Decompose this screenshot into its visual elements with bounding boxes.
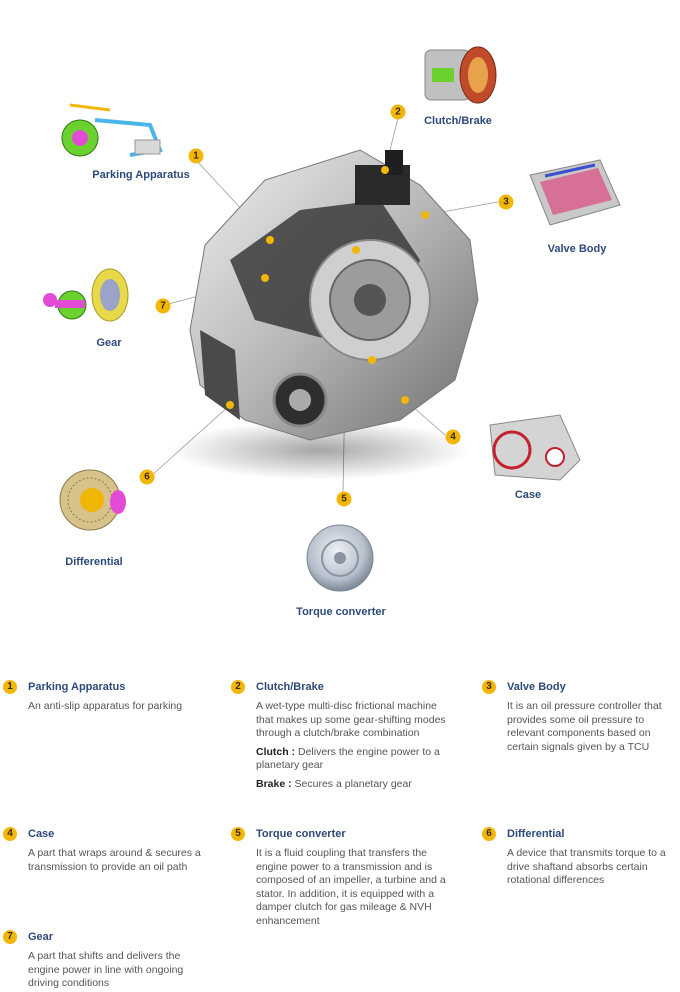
- desc-num: 4: [3, 827, 17, 841]
- valve-body-icon: [529, 159, 621, 226]
- badge-4: 4: [445, 429, 461, 445]
- def-text: Delivers the engine power to a planetary…: [256, 745, 440, 772]
- desc-valve-body: 3 Valve Body It is an oil pressure contr…: [482, 680, 677, 754]
- def-term: Clutch :: [256, 745, 296, 758]
- def-text: Secures a planetary gear: [294, 777, 412, 790]
- label-parking-apparatus: Parking Apparatus: [92, 169, 190, 181]
- desc-clutch-brake: 2 Clutch/Brake A wet-type multi-disc fri…: [231, 680, 456, 791]
- desc-title: Differential: [507, 828, 565, 840]
- desc-torque-converter: 5 Torque converter It is a fluid couplin…: [231, 827, 456, 928]
- transmission-diagram: Parking Apparatus Clutch/Brake Valve Bod…: [43, 46, 621, 618]
- desc-def-brake: Brake : Secures a planetary gear: [256, 778, 456, 792]
- desc-body: An anti-slip apparatus for parking: [28, 700, 183, 712]
- label-case: Case: [514, 489, 542, 501]
- desc-differential: 6 Differential A device that transmits t…: [482, 827, 677, 888]
- badge-7: 7: [155, 298, 171, 314]
- desc-parking-apparatus: 1 Parking Apparatus An anti-slip apparat…: [3, 680, 203, 714]
- badge-6: 6: [139, 469, 155, 485]
- label-gear: Gear: [96, 337, 122, 349]
- desc-title: Case: [28, 828, 55, 840]
- desc-body: A part that wraps around & secures a tra…: [28, 847, 201, 873]
- torque-converter-icon: [306, 524, 374, 592]
- def-term: Brake :: [256, 777, 292, 790]
- parking-apparatus-icon: [61, 103, 163, 157]
- differential-icon: [59, 469, 126, 531]
- desc-body: A part that shifts and delivers the engi…: [28, 950, 184, 989]
- desc-title: Gear: [28, 931, 54, 943]
- desc-title: Valve Body: [507, 681, 566, 693]
- badge-1: 1: [188, 148, 204, 164]
- desc-num: 5: [231, 827, 245, 841]
- desc-body: A wet-type multi-disc frictional machine…: [256, 700, 446, 739]
- desc-body: It is an oil pressure controller that pr…: [507, 700, 662, 753]
- case-icon: [489, 414, 581, 481]
- diagram-artwork: [43, 46, 621, 592]
- desc-num: 3: [482, 680, 496, 694]
- desc-body: It is a fluid coupling that transfers th…: [256, 847, 446, 927]
- desc-gear: 7 Gear A part that shifts and delivers t…: [3, 930, 193, 991]
- badge-3: 3: [498, 194, 514, 210]
- desc-def-clutch: Clutch : Delivers the engine power to a …: [256, 746, 456, 773]
- desc-num: 7: [3, 930, 17, 944]
- desc-case: 4 Case A part that wraps around & secure…: [3, 827, 213, 874]
- desc-num: 6: [482, 827, 496, 841]
- badge-5: 5: [336, 491, 352, 507]
- desc-title: Torque converter: [256, 828, 346, 840]
- desc-num: 1: [3, 680, 17, 694]
- clutch-brake-icon: [424, 46, 497, 104]
- label-differential: Differential: [65, 556, 123, 568]
- gear-icon: [43, 268, 129, 322]
- desc-title: Parking Apparatus: [28, 681, 126, 693]
- label-torque-converter: Torque converter: [296, 606, 386, 618]
- label-clutch-brake: Clutch/Brake: [424, 115, 492, 127]
- transmission-assembly: [170, 149, 479, 480]
- label-valve-body: Valve Body: [547, 243, 607, 255]
- desc-body: A device that transmits torque to a driv…: [507, 847, 666, 886]
- desc-num: 2: [231, 680, 245, 694]
- desc-title: Clutch/Brake: [256, 681, 324, 693]
- badge-2: 2: [390, 104, 406, 120]
